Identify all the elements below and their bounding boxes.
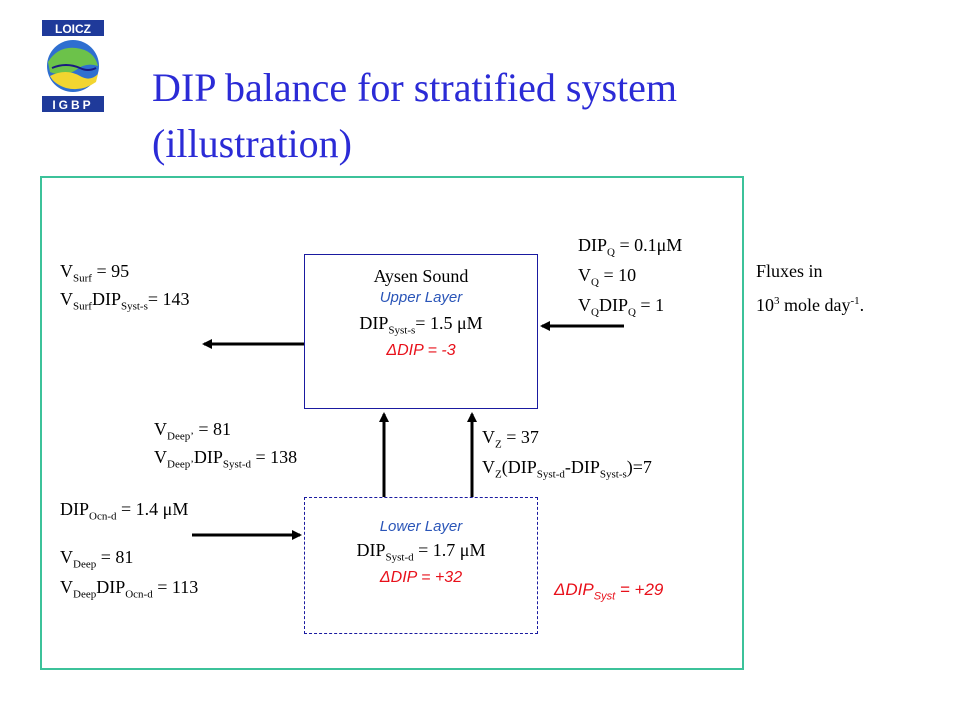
deep-prime-dip-flux: VDeep’DIPSyst-d = 138 (154, 447, 298, 471)
river-volume-flux: VQ = 10 (578, 265, 637, 289)
upper-layer-label: Upper Layer (379, 289, 463, 306)
deep-volume-flux: VDeep = 81 (60, 547, 134, 571)
system-name: Aysen Sound (373, 266, 469, 286)
surface-volume-flux: VSurf = 95 (60, 261, 130, 285)
upper-delta-dip: ΔDIP = -3 (386, 341, 456, 359)
system-frame (40, 176, 744, 670)
page-title: DIP balance for stratified system (illus… (152, 60, 872, 172)
logo-top-text: LOICZ (55, 22, 91, 36)
mixing-volume-flux: VZ = 37 (482, 427, 539, 451)
upper-dip-value: DIPSyst-s= 1.5 μM (359, 313, 483, 337)
upper-layer-box: Aysen Sound Upper Layer DIPSyst-s= 1.5 μ… (304, 254, 538, 409)
river-dip-flux: VQDIPQ = 1 (578, 295, 665, 319)
loicz-igbp-logo: LOICZ IGBP (36, 18, 110, 114)
ocean-dip-concentration: DIPOcn-d = 1.4 μM (60, 499, 189, 523)
lower-layer-box: Lower Layer DIPSyst-d = 1.7 μM ΔDIP = +3… (304, 497, 538, 634)
lower-layer-label: Lower Layer (379, 518, 463, 535)
deep-prime-volume-flux: VDeep’ = 81 (154, 419, 232, 443)
surface-dip-flux: VSurfDIPSyst-s= 143 (60, 289, 190, 313)
lower-dip-value: DIPSyst-d = 1.7 μM (356, 540, 486, 564)
fluxes-note-line2: 103 mole day-1. (756, 295, 865, 315)
system-delta-dip: ΔDIPSyst = +29 (554, 580, 664, 603)
fluxes-note-line1: Fluxes in (756, 261, 823, 281)
title-line-1: DIP balance for stratified system (152, 65, 678, 110)
logo-bottom-text: IGBP (52, 98, 93, 112)
deep-dip-flux: VDeepDIPOcn-d = 113 (60, 577, 199, 601)
river-dip-concentration: DIPQ = 0.1μM (578, 235, 683, 259)
lower-delta-dip: ΔDIP = +32 (379, 568, 463, 586)
mixing-dip-flux: VZ(DIPSyst-d-DIPSyst-s)=7 (482, 457, 652, 481)
title-line-2: (illustration) (152, 121, 352, 166)
